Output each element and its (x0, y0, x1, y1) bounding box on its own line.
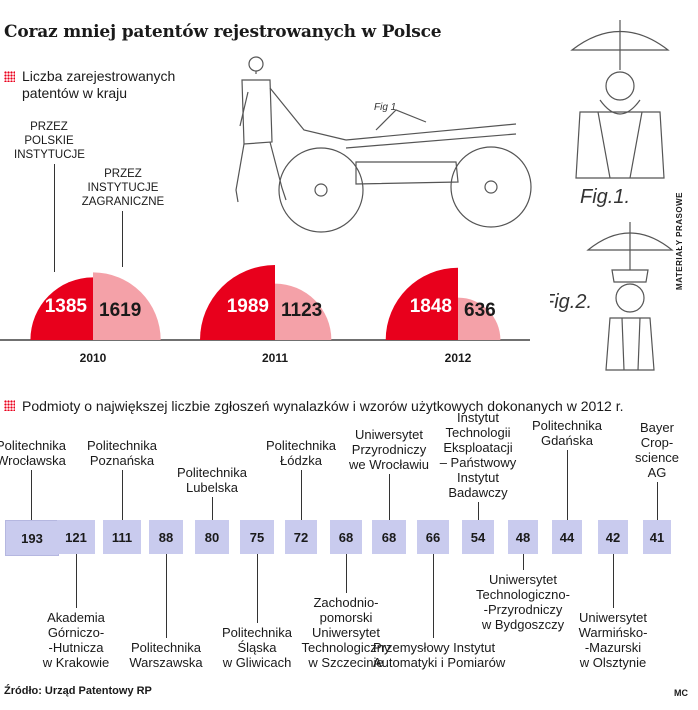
leader-top-1 (31, 470, 32, 520)
slice-foreign-2012 (458, 297, 501, 340)
leader-foreign (122, 211, 123, 267)
annotation-domestic: PRZEZ POLSKIE INSTYTUCJE (14, 121, 85, 161)
legend-swatch-patents (4, 71, 15, 82)
value-box-2: 121 (57, 520, 95, 554)
value-box-4: 88 (149, 520, 183, 554)
slice-foreign-2011 (275, 283, 332, 340)
leader-bottom-14 (613, 554, 614, 608)
credit-mc: MC (674, 688, 688, 698)
value-box-14: 42 (598, 520, 628, 554)
leader-top-13 (567, 450, 568, 520)
leader-top-7 (301, 470, 302, 520)
bicycle-cart-drawing: Fig 1 (235, 56, 532, 233)
source-note: Źródło: Urząd Patentowy RP (4, 685, 152, 697)
value-box-3: 111 (103, 520, 141, 554)
value-box-11: 54 (462, 520, 494, 554)
leader-bottom-8 (346, 554, 347, 593)
leader-bottom-2 (76, 554, 77, 608)
year-label-2011: 2011 (262, 351, 288, 365)
fig1-label: Fig.1. (580, 186, 630, 208)
umbrella-hat-drawing: Fig.1. Fig.2. (550, 20, 674, 371)
leader-top-3 (122, 470, 123, 520)
value-foreign-2012: 636 (464, 300, 496, 321)
legend-applicants: Podmioty o największej liczbie zgłoszeń … (22, 398, 624, 414)
slice-domestic-2010 (30, 277, 94, 340)
year-label-2010: 2010 (80, 351, 107, 365)
leader-top-11 (478, 502, 479, 520)
year-label-2012: 2012 (445, 351, 472, 365)
fig2-label: Fig.2. (550, 291, 592, 313)
value-box-6: 75 (240, 520, 274, 554)
leader-bottom-10 (433, 554, 434, 638)
chart-title: Coraz mniej patentów rejestrowanych w Po… (4, 22, 442, 42)
value-box-9: 68 (372, 520, 406, 554)
value-domestic-2010: 1385 (45, 296, 88, 317)
slice-domestic-2012 (385, 267, 458, 340)
leader-top-5 (212, 497, 213, 520)
patent-semicircle-chart: 1385 1619 2010 1989 1123 2011 1848 636 2012 (0, 265, 530, 365)
legend-patents: Liczba zarejestrowanych patentów w kraju (22, 68, 176, 101)
value-foreign-2010: 1619 (99, 300, 141, 321)
value-domestic-2011: 1989 (227, 296, 269, 317)
value-foreign-2011: 1123 (281, 300, 322, 321)
value-box-5: 80 (195, 520, 229, 554)
value-box-1: 193 (5, 520, 59, 556)
annotation-foreign: PRZEZ INSTYTUCJE ZAGRANICZNE (81, 168, 165, 208)
leader-bottom-6 (257, 554, 258, 623)
side-credit: MATERIAŁY PRASOWE (675, 192, 684, 290)
leader-bottom-4 (166, 554, 167, 638)
leader-top-15 (657, 482, 658, 520)
slice-foreign-2010 (93, 272, 161, 340)
leader-top-9 (389, 474, 390, 520)
leader-bottom-12 (523, 554, 524, 570)
value-box-10: 66 (417, 520, 449, 554)
leader-domestic (54, 164, 55, 272)
value-box-12: 48 (508, 520, 538, 554)
value-box-8: 68 (330, 520, 362, 554)
value-box-7: 72 (285, 520, 317, 554)
value-domestic-2012: 1848 (410, 296, 452, 317)
value-box-13: 44 (552, 520, 582, 554)
value-box-15: 41 (643, 520, 671, 554)
fig-cart-label: Fig 1 (374, 102, 396, 113)
legend-swatch-applicants (4, 400, 15, 411)
slice-domestic-2011 (200, 265, 275, 340)
